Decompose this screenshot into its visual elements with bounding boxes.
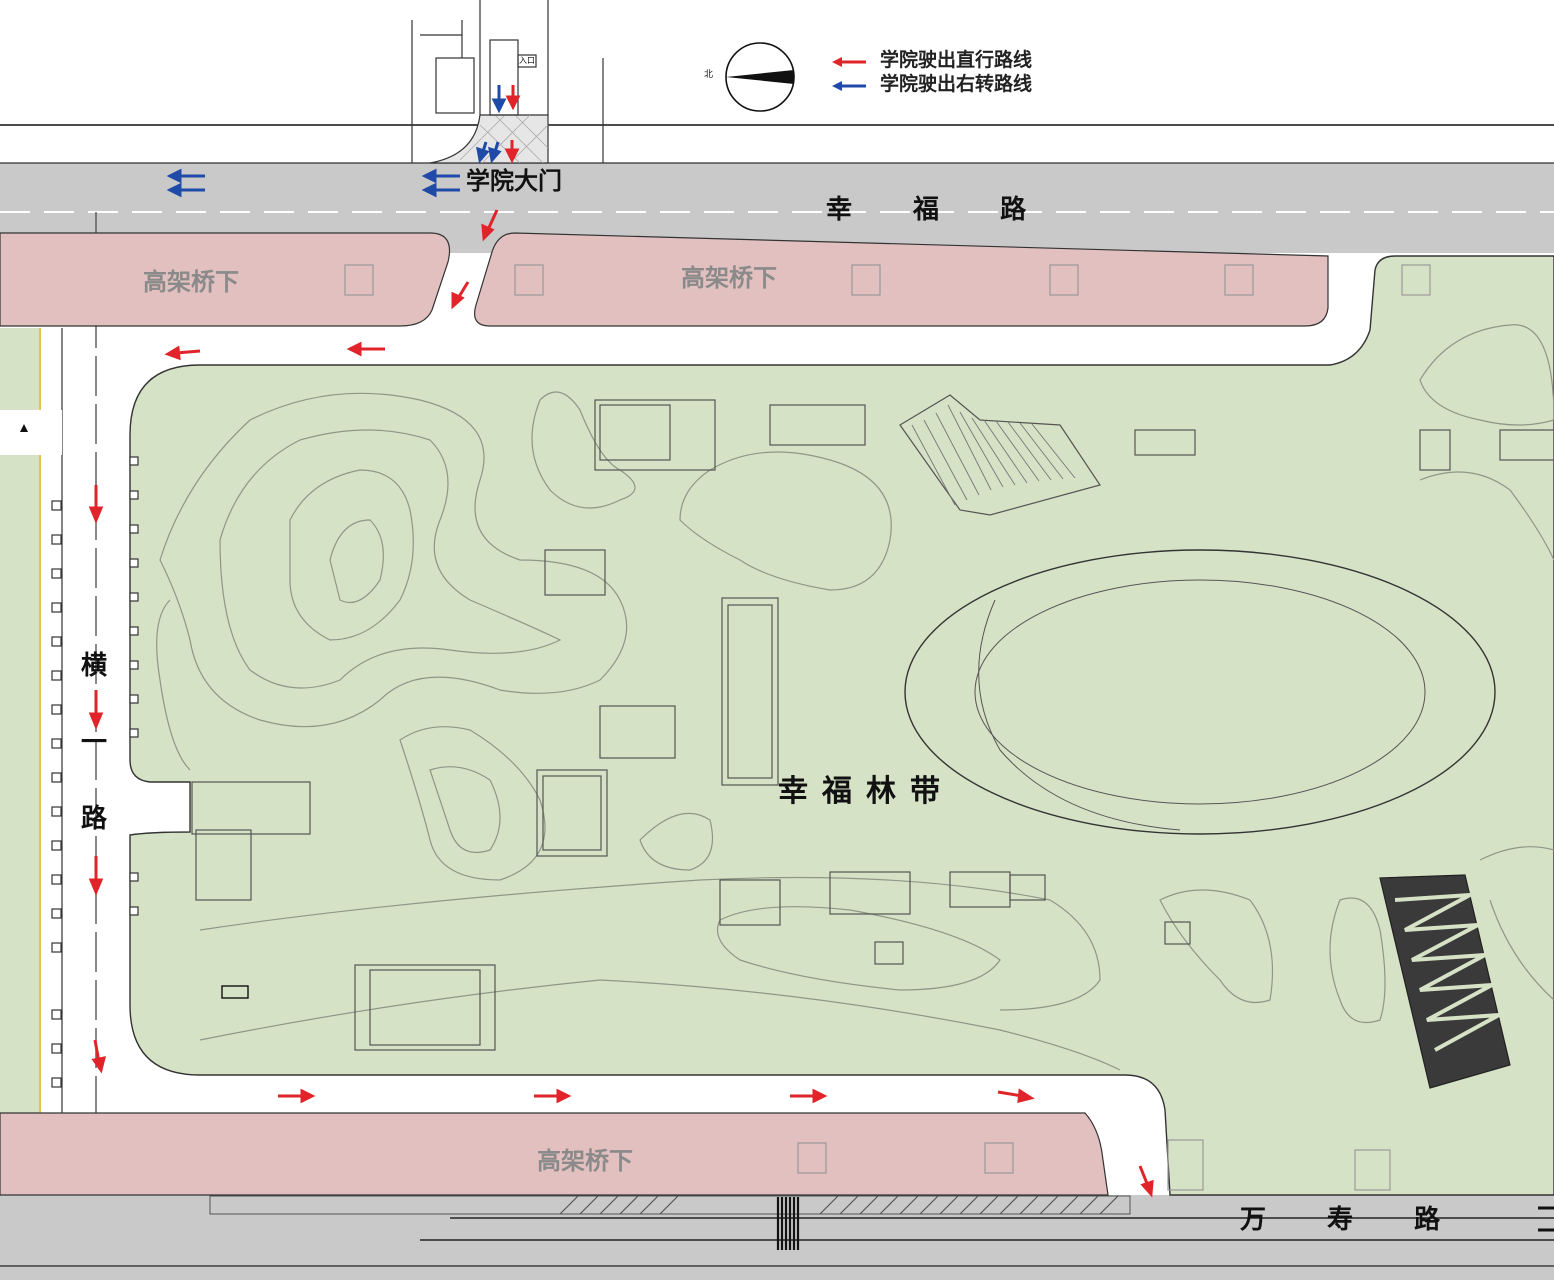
legend-blue-arrow [832, 81, 866, 91]
west-bollards [51, 500, 62, 1088]
zigzag-pattern [1394, 893, 1500, 1052]
terraced-structure-lines [911, 404, 1076, 506]
hengyi-road-char-1: 横 [81, 651, 108, 681]
viaduct-pillars [344, 264, 1431, 1191]
terrain-contours [156, 324, 1554, 1071]
central-ring-inner [974, 579, 1426, 805]
hengyi-road-char-3: 路 [81, 804, 108, 834]
gate-sign-label: 入口 [519, 56, 535, 65]
west-marker-triangle [20, 424, 28, 432]
viaduct-label-south: 高架桥下 [537, 1147, 633, 1175]
park-upper-area [129, 255, 1554, 1196]
viaduct-band-south [0, 1112, 1109, 1196]
xingfu-road-label: 幸 福 路 [826, 195, 1053, 225]
red-route-arrows [88, 85, 1154, 1198]
east-road-mark [1538, 1206, 1554, 1232]
park-buildings [191, 399, 1554, 1051]
gate-plaza-hatch [459, 114, 549, 164]
viaduct-band-north-right [474, 232, 1329, 327]
viaduct-label-north-left: 高架桥下 [143, 268, 239, 296]
terraced-structure [899, 394, 1101, 516]
crosswalk [776, 1197, 800, 1250]
legend-right-turn-label: 学院驶出右转路线 [880, 73, 1033, 95]
campus-gate-label: 学院大门 [466, 167, 562, 195]
hengyi-road-char-2: 一 [81, 728, 108, 758]
legend-straight-label: 学院驶出直行路线 [880, 49, 1033, 71]
legend-red-arrow [832, 57, 866, 67]
compass-north-label: 北 [704, 70, 714, 80]
west-green-strip [0, 328, 40, 1113]
central-ring-building [904, 549, 1496, 835]
west-strip-gap [0, 410, 62, 455]
gate-building [411, 0, 604, 163]
small-sign-box [221, 985, 249, 999]
wanshou-road-hatch-lines [559, 1195, 1119, 1215]
park-bollards [129, 456, 139, 916]
viaduct-band-north-left [0, 232, 451, 327]
compass-needle [726, 70, 794, 84]
wanshou-road-hatch [209, 1195, 1131, 1215]
central-ring-divider [978, 599, 1181, 831]
wanshou-road-label: 万 寿 路 [1240, 1205, 1467, 1235]
viaduct-label-north-right: 高架桥下 [681, 264, 777, 292]
xingfu-forest-belt-label: 幸福林带 [778, 774, 954, 809]
blue-route-arrows [166, 85, 507, 198]
